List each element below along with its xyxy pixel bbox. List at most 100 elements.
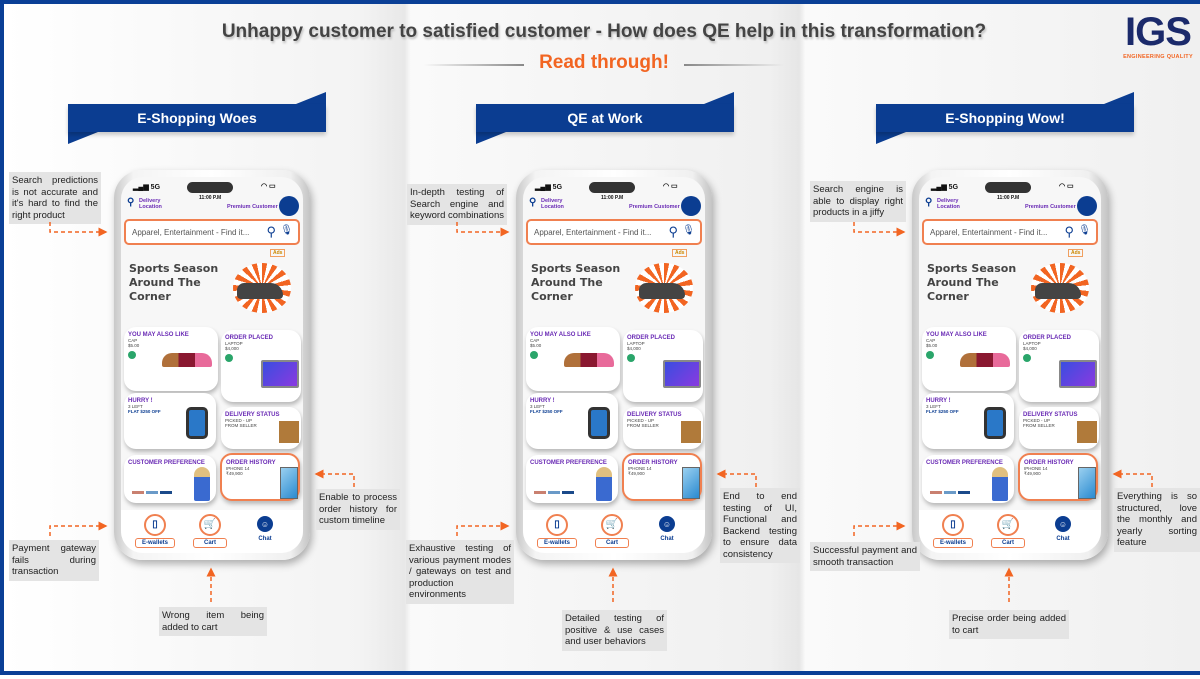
- item-price: $5.00: [530, 343, 542, 348]
- nav-cart[interactable]: 🛒Cart: [991, 514, 1026, 548]
- search-icon[interactable]: ⚲: [1064, 224, 1074, 239]
- connector-arrow: [49, 521, 108, 536]
- signal-label: 5G: [552, 184, 563, 191]
- item-name: CAP: [530, 338, 540, 343]
- card-delivery-status[interactable]: DELIVERY STATUS PICKED - UP FROM SELLER: [221, 407, 301, 449]
- delivery-location-button[interactable]: Delivery Location: [139, 198, 162, 210]
- promo-banner[interactable]: Sports Season Around The Corner: [531, 262, 621, 303]
- annotation-note: Everything is so structured, love the mo…: [1114, 488, 1200, 552]
- card-may-also-like[interactable]: YOU MAY ALSO LIKE CAP $5.00: [922, 327, 1016, 391]
- promo-banner[interactable]: Sports Season Around The Corner: [129, 262, 219, 303]
- box-image: [681, 421, 701, 443]
- color-swatches: [930, 491, 970, 494]
- card-title: HURRY !: [530, 398, 555, 404]
- nav-cart[interactable]: 🛒Cart: [595, 514, 630, 548]
- nav-ewallets[interactable]: ▯ E-wallets: [537, 514, 578, 548]
- laptop-image: [1059, 360, 1097, 388]
- microphone-icon[interactable]: 🎙: [280, 225, 293, 236]
- card-title: ORDER HISTORY: [628, 460, 678, 466]
- banner-fold: [704, 92, 734, 104]
- delivery-location-button[interactable]: Delivery Location: [937, 198, 960, 210]
- microphone-icon[interactable]: 🎙: [1078, 225, 1091, 236]
- promo-banner[interactable]: Sports Season Around The Corner: [927, 262, 1017, 303]
- banner-fold: [1104, 92, 1134, 104]
- annotation-note: Successful payment and smooth transactio…: [810, 542, 920, 571]
- nav-chat[interactable]: ☺Chat: [659, 516, 675, 542]
- connector-arrow: [456, 521, 510, 536]
- nav-cart[interactable]: 🛒Cart: [193, 514, 228, 548]
- bottom-nav: ▯E-wallets 🛒Cart ☺Chat: [121, 510, 303, 553]
- card-order-placed[interactable]: ORDER PLACED LAPTOP $4,000: [1019, 330, 1099, 402]
- card-order-history[interactable]: ORDER HISTORY IPHONE 14 ₹49,900: [622, 453, 702, 501]
- search-input[interactable]: Apparel, Entertainment - Find it... ⚲ 🎙: [124, 219, 300, 245]
- card-order-history[interactable]: ORDER HISTORY IPHONE 14 ₹49,900: [220, 453, 300, 501]
- card-hurry[interactable]: HURRY ! 3 LEFT FLAT $250 OFF: [124, 393, 216, 449]
- nav-chat[interactable]: ☺Chat: [257, 516, 273, 542]
- item-name: IPHONE 14: [226, 466, 250, 471]
- search-input[interactable]: Apparel, Entertainment - Find it... ⚲ 🎙: [922, 219, 1098, 245]
- logo-text: IGS: [1125, 10, 1192, 54]
- clock: 11:00 P.M: [601, 195, 624, 201]
- card-hurry[interactable]: HURRY ! 3 LEFT FLAT $250 OFF: [922, 393, 1014, 449]
- search-input[interactable]: Apparel, Entertainment - Find it... ⚲ 🎙: [526, 219, 702, 245]
- avatar[interactable]: [681, 196, 701, 216]
- phone-mockup: ▂▄▆ 5G 11:00 P.M ◠ ▭ ⚲ Delivery Location…: [114, 170, 310, 560]
- page-title: Unhappy customer to satisfied customer -…: [221, 21, 987, 42]
- annotation-note: Search engine is able to display right p…: [810, 181, 906, 222]
- banner-fold: [876, 132, 906, 144]
- card-order-history[interactable]: ORDER HISTORY IPHONE 14 ₹49,900: [1018, 453, 1098, 501]
- stock-left: 3 LEFT: [128, 404, 143, 409]
- smartwatch-image: [984, 407, 1006, 439]
- shoe-image: [233, 263, 291, 313]
- signal-label: 5G: [948, 184, 959, 191]
- panel-heading: QE at Work: [476, 104, 734, 132]
- premium-customer-label: Premium Customer: [629, 204, 680, 210]
- nav-label: Cart: [193, 538, 228, 548]
- card-may-also-like[interactable]: YOU MAY ALSO LIKE CAP $5.00: [124, 327, 218, 391]
- nav-chat[interactable]: ☺Chat: [1055, 516, 1071, 542]
- check-icon: [530, 351, 538, 359]
- card-delivery-status[interactable]: DELIVERY STATUS PICKED - UP FROM SELLER: [623, 407, 703, 449]
- card-customer-preference[interactable]: CUSTOMER PREFERENCE: [124, 455, 216, 503]
- card-title: DELIVERY STATUS: [1023, 412, 1078, 418]
- card-customer-preference[interactable]: CUSTOMER PREFERENCE: [526, 455, 618, 503]
- nav-ewallets[interactable]: ▯E-wallets: [933, 514, 974, 548]
- delivery-line: PICKED - UP: [225, 418, 253, 423]
- connector-arrow: [853, 222, 906, 237]
- card-hurry[interactable]: HURRY ! 3 LEFT FLAT $250 OFF: [526, 393, 618, 449]
- item-name: LAPTOP: [627, 341, 645, 346]
- box-image: [1077, 421, 1097, 443]
- card-order-placed[interactable]: ORDER PLACED LAPTOP $4,000: [221, 330, 301, 402]
- smartwatch-image: [186, 407, 208, 439]
- card-delivery-status[interactable]: DELIVERY STATUS PICKED - UP FROM SELLER: [1019, 407, 1099, 449]
- nav-label: E-wallets: [537, 538, 578, 548]
- nav-ewallets[interactable]: ▯E-wallets: [135, 514, 176, 548]
- card-title: ORDER PLACED: [225, 335, 274, 341]
- card-customer-preference[interactable]: CUSTOMER PREFERENCE: [922, 455, 1014, 503]
- card-title: ORDER HISTORY: [226, 460, 276, 466]
- ads-badge: Ads: [1068, 249, 1084, 257]
- search-placeholder: Apparel, Entertainment - Find it...: [930, 228, 1048, 237]
- microphone-icon[interactable]: 🎙: [682, 225, 695, 236]
- item-name: IPHONE 14: [628, 466, 652, 471]
- search-icon[interactable]: ⚲: [266, 224, 276, 239]
- wallet-icon: ▯: [546, 514, 568, 536]
- model-image: [194, 467, 210, 501]
- card-order-placed[interactable]: ORDER PLACED LAPTOP $4,000: [623, 330, 703, 402]
- wallet-icon: ▯: [942, 514, 964, 536]
- avatar[interactable]: [1077, 196, 1097, 216]
- premium-customer-label: Premium Customer: [1025, 204, 1076, 210]
- avatar[interactable]: [279, 196, 299, 216]
- nav-label: Chat: [1056, 536, 1070, 542]
- chat-icon: ☺: [659, 516, 675, 532]
- connector-arrow: [853, 521, 906, 536]
- bottom-nav: ▯E-wallets 🛒Cart ☺Chat: [919, 510, 1101, 553]
- card-may-also-like[interactable]: YOU MAY ALSO LIKE CAP $5.00: [526, 327, 620, 391]
- shoe-image: [635, 263, 693, 313]
- stock-left: 3 LEFT: [530, 404, 545, 409]
- laptop-image: [663, 360, 701, 388]
- delivery-line: FROM SELLER: [627, 423, 659, 428]
- search-icon[interactable]: ⚲: [668, 224, 678, 239]
- delivery-location-button[interactable]: Delivery Location: [541, 198, 564, 210]
